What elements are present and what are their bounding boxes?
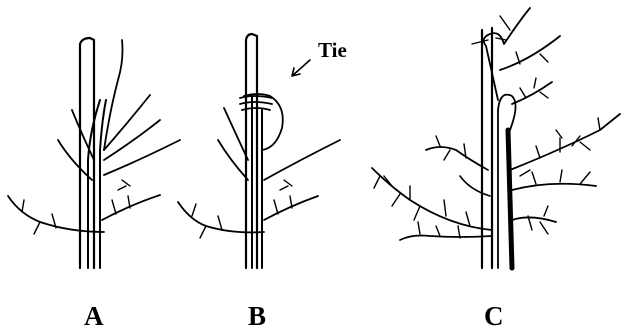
panel-a-tree [8,38,180,268]
panel-c-branch-left-long [372,168,492,230]
panel-c-tree [372,8,620,268]
panel-c-trunk-thick [508,130,512,268]
panel-c-twig-rm [520,170,590,184]
panel-c-branch-left-upper [426,147,488,170]
panel-c-twig-rl [536,118,600,158]
panel-b-twig-1 [274,180,292,214]
panel-a-twig-1 [112,180,130,214]
panel-a-trunk [88,100,106,268]
panel-b-branch-upper-left [224,108,248,160]
panel-c-branch-right-low [512,217,556,222]
panel-c-branch-right-mid [512,184,596,190]
panel-b-branch-right [264,140,340,180]
panel-label-b: B [248,301,266,332]
panel-a-leader [104,40,123,150]
tie-label: Tie [318,38,347,63]
panel-a-branch-right-2 [104,140,180,175]
panel-a-twig-2 [22,200,56,234]
panel-c-branch-right-long [510,114,620,170]
panel-c-branch-left-mid [460,176,490,196]
panel-b-tree [178,34,340,268]
panel-b-branch-mid-left [218,140,248,180]
panel-c-top-leader [484,8,530,100]
panel-c-branch-right-2 [512,82,552,104]
tie-arrow [292,60,310,76]
panel-c-branch-left-low [400,236,492,241]
panel-label-a: A [84,301,104,332]
panel-c-branch-upper-right [500,36,560,70]
panel-a-branch-lower-right [102,195,160,220]
panel-label-c: C [484,301,504,332]
panel-a-branch-upper-right [104,95,150,150]
